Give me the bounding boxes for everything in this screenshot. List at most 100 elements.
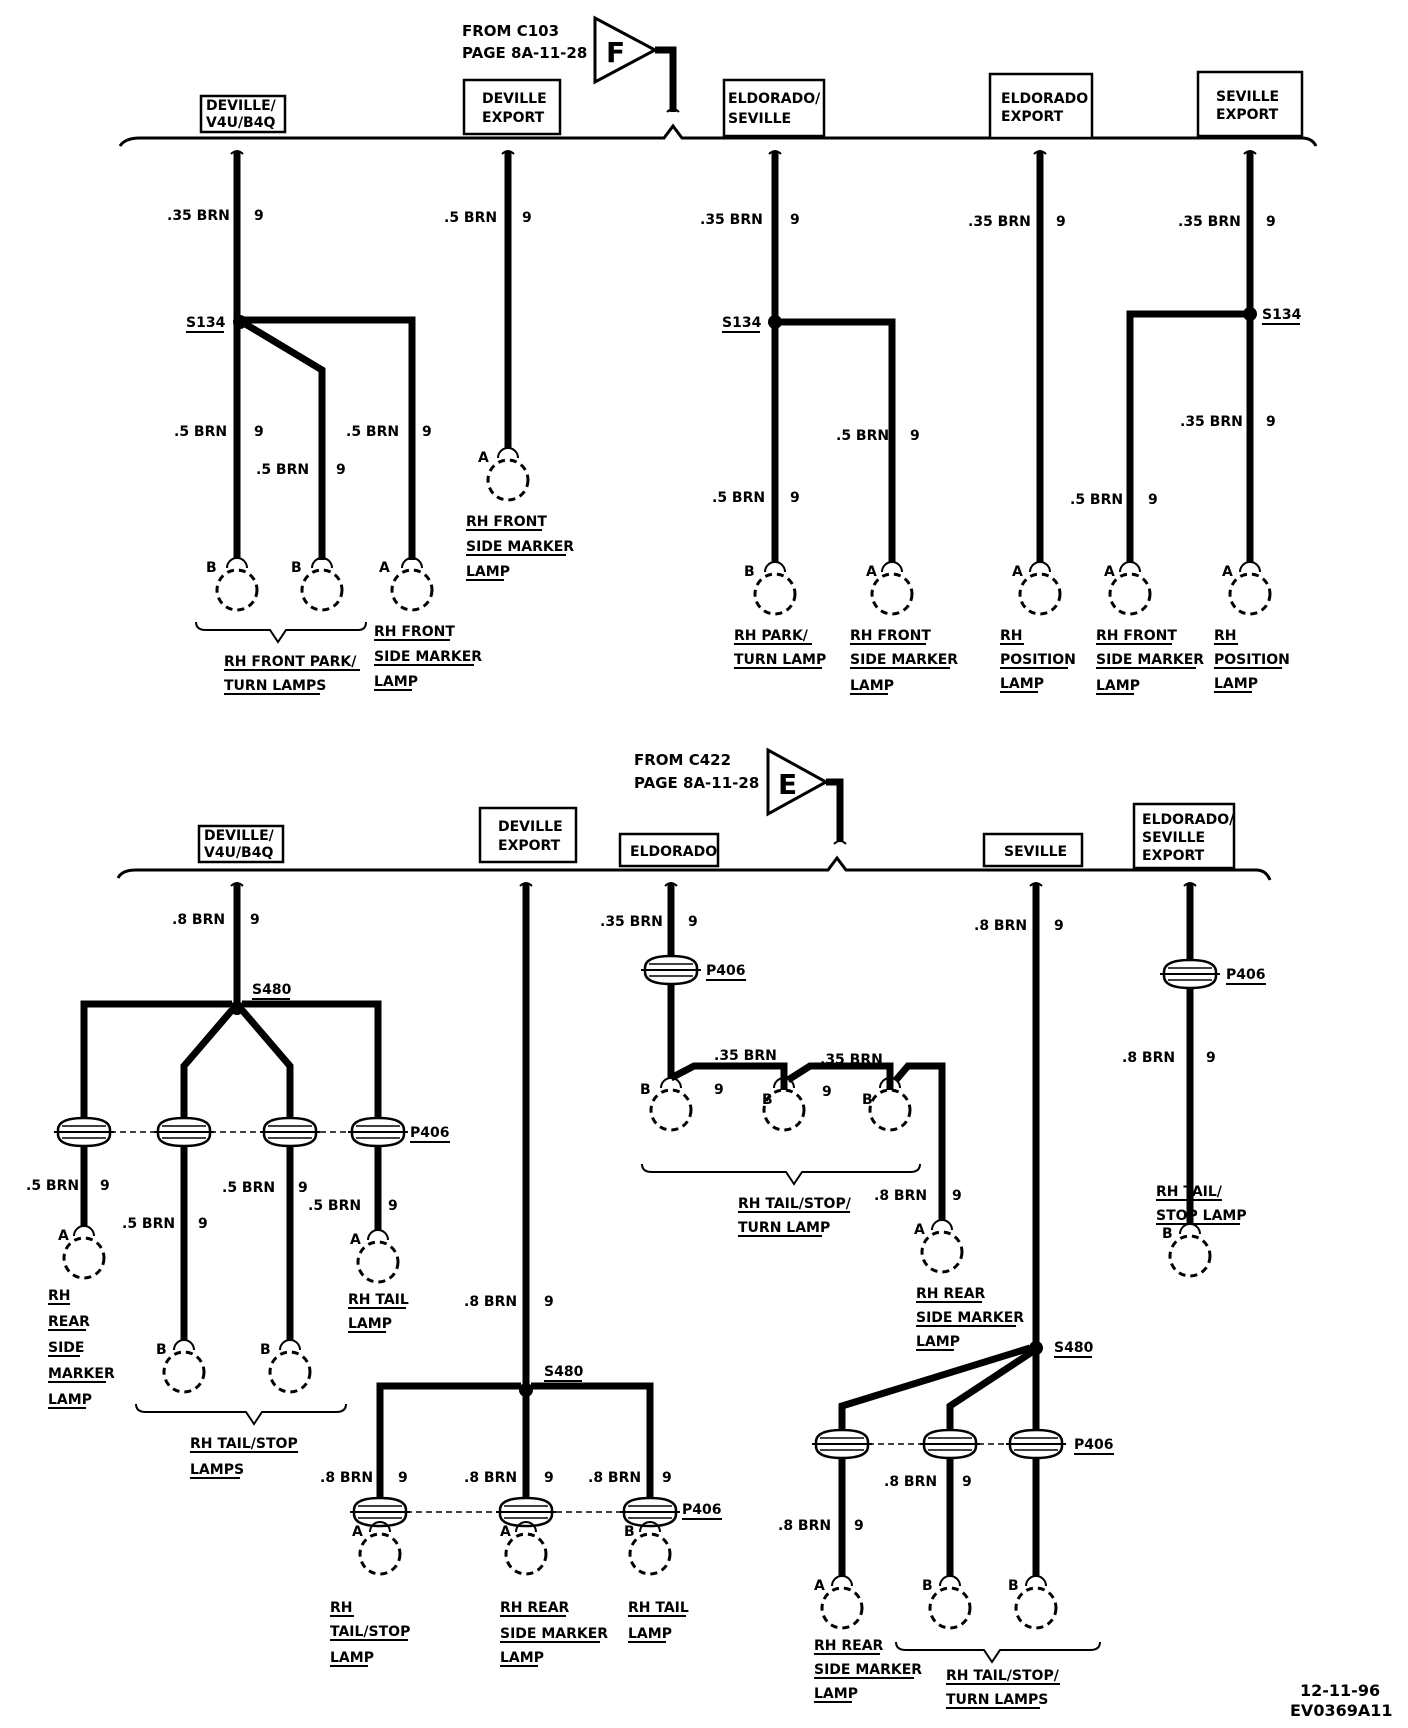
svg-text:.8 BRN: .8 BRN: [320, 1470, 373, 1486]
svg-text:B: B: [1008, 1578, 1019, 1594]
svg-text:RH FRONT: RH FRONT: [374, 624, 455, 640]
svg-text:9: 9: [298, 1180, 308, 1196]
svg-text:ELDORADO/: ELDORADO/: [728, 91, 821, 107]
svg-text:9: 9: [388, 1198, 398, 1214]
svg-text:SIDE MARKER: SIDE MARKER: [916, 1310, 1024, 1326]
svg-text:RH REAR: RH REAR: [916, 1286, 986, 1302]
svg-text:RH TAIL/STOP: RH TAIL/STOP: [190, 1436, 298, 1452]
svg-text:9: 9: [1148, 492, 1158, 508]
svg-text:A: A: [379, 560, 390, 576]
svg-text:TURN LAMPS: TURN LAMPS: [946, 1692, 1048, 1708]
svg-text:LAMP: LAMP: [466, 564, 510, 580]
svg-text:B: B: [291, 560, 302, 576]
svg-text:EXPORT: EXPORT: [1216, 107, 1279, 123]
svg-text:.8 BRN: .8 BRN: [588, 1470, 641, 1486]
svg-text:LAMP: LAMP: [348, 1316, 392, 1332]
svg-text:9: 9: [1266, 214, 1276, 230]
top-lamp-labels: RH FRONT PARK/ TURN LAMPS RH FRONT SIDE …: [195, 514, 1290, 695]
svg-text:9: 9: [854, 1518, 864, 1534]
svg-text:9: 9: [1206, 1050, 1216, 1066]
svg-text:SIDE MARKER: SIDE MARKER: [814, 1662, 922, 1678]
svg-text:RH REAR: RH REAR: [814, 1638, 884, 1654]
svg-text:B: B: [624, 1524, 635, 1540]
svg-text:B: B: [744, 564, 755, 580]
svg-text:9: 9: [822, 1084, 832, 1100]
svg-text:SIDE MARKER: SIDE MARKER: [374, 649, 482, 665]
svg-text:.35 BRN: .35 BRN: [968, 214, 1031, 230]
svg-text:RH TAIL: RH TAIL: [628, 1600, 689, 1616]
splice-s134-deville: S134: [186, 315, 226, 331]
svg-text:LAMP: LAMP: [850, 678, 894, 694]
connector-icon: [1004, 1428, 1068, 1460]
svg-text:9: 9: [398, 1470, 408, 1486]
svg-text:A: A: [58, 1228, 69, 1244]
svg-text:RH FRONT: RH FRONT: [850, 628, 931, 644]
lamp-icon: [356, 1228, 400, 1284]
lamp-icon: [162, 1338, 206, 1394]
svg-text:SIDE MARKER: SIDE MARKER: [1096, 652, 1204, 668]
top-wires: [230, 150, 1257, 562]
svg-text:.8 BRN: .8 BRN: [778, 1518, 831, 1534]
bottom-from-label: FROM C422: [634, 751, 731, 769]
svg-text:.35 BRN: .35 BRN: [600, 914, 663, 930]
svg-text:EXPORT: EXPORT: [1142, 848, 1205, 864]
top-from-label: FROM C103: [462, 22, 559, 40]
lamp-icon: [358, 1520, 402, 1576]
svg-text:POSITION: POSITION: [1000, 652, 1076, 668]
svg-text:V4U/B4Q: V4U/B4Q: [206, 115, 275, 131]
svg-text:.5 BRN: .5 BRN: [308, 1198, 361, 1214]
lamp-icon: [300, 556, 344, 612]
svg-text:A: A: [866, 564, 877, 580]
svg-text:.5 BRN: .5 BRN: [174, 424, 227, 440]
connector-f-icon: F: [593, 15, 659, 85]
svg-text:A: A: [814, 1578, 825, 1594]
svg-text:RH: RH: [48, 1288, 71, 1304]
svg-text:9: 9: [952, 1188, 962, 1204]
svg-text:RH: RH: [1214, 628, 1237, 644]
svg-text:9: 9: [688, 914, 698, 930]
svg-text:LAMP: LAMP: [916, 1334, 960, 1350]
splice-s134-seville-export: S134: [1262, 307, 1302, 323]
svg-text:.8 BRN: .8 BRN: [464, 1294, 517, 1310]
svg-text:DEVILLE/: DEVILLE/: [206, 98, 277, 114]
svg-text:ELDORADO/: ELDORADO/: [1142, 812, 1235, 828]
connector-icon: [810, 1428, 874, 1460]
svg-text:.5 BRN: .5 BRN: [836, 428, 889, 444]
svg-text:TAIL/STOP: TAIL/STOP: [330, 1624, 410, 1640]
svg-text:9: 9: [910, 428, 920, 444]
svg-text:DEVILLE/: DEVILLE/: [204, 828, 275, 844]
lamp-icon: [268, 1338, 312, 1394]
lamp-icon: [215, 556, 259, 612]
bottom-source-wire: [826, 778, 844, 842]
svg-text:.35 BRN: .35 BRN: [167, 208, 230, 224]
top-bus: [118, 123, 1318, 147]
svg-text:9: 9: [422, 424, 432, 440]
lamp-icon: [390, 556, 434, 612]
svg-text:.8 BRN: .8 BRN: [884, 1474, 937, 1490]
connector-icon: [152, 1116, 216, 1148]
svg-text:A: A: [1222, 564, 1233, 580]
top-lamps: [215, 446, 1272, 616]
svg-text:9: 9: [198, 1216, 208, 1232]
svg-text:9: 9: [100, 1178, 110, 1194]
lamp-icon: [1228, 560, 1272, 616]
svg-text:.5 BRN: .5 BRN: [444, 210, 497, 226]
svg-text:DEVILLE: DEVILLE: [482, 91, 547, 107]
bottom-bus: [116, 855, 1272, 881]
connector-icon: [258, 1116, 322, 1148]
svg-text:A: A: [914, 1222, 925, 1238]
svg-text:DEVILLE: DEVILLE: [498, 819, 563, 835]
svg-text:9: 9: [250, 912, 260, 928]
lamp-icon: [820, 1574, 864, 1630]
svg-text:TURN LAMP: TURN LAMP: [738, 1220, 830, 1236]
svg-text:.5 BRN: .5 BRN: [346, 424, 399, 440]
svg-text:REAR: REAR: [48, 1314, 90, 1330]
bottom-connectors: P406 P406 P406 P406 P406: [52, 954, 1266, 1528]
svg-text:.5 BRN: .5 BRN: [122, 1216, 175, 1232]
lamp-icon: [1168, 1222, 1212, 1278]
connector-e-icon: E: [766, 747, 830, 817]
svg-text:.8 BRN: .8 BRN: [172, 912, 225, 928]
